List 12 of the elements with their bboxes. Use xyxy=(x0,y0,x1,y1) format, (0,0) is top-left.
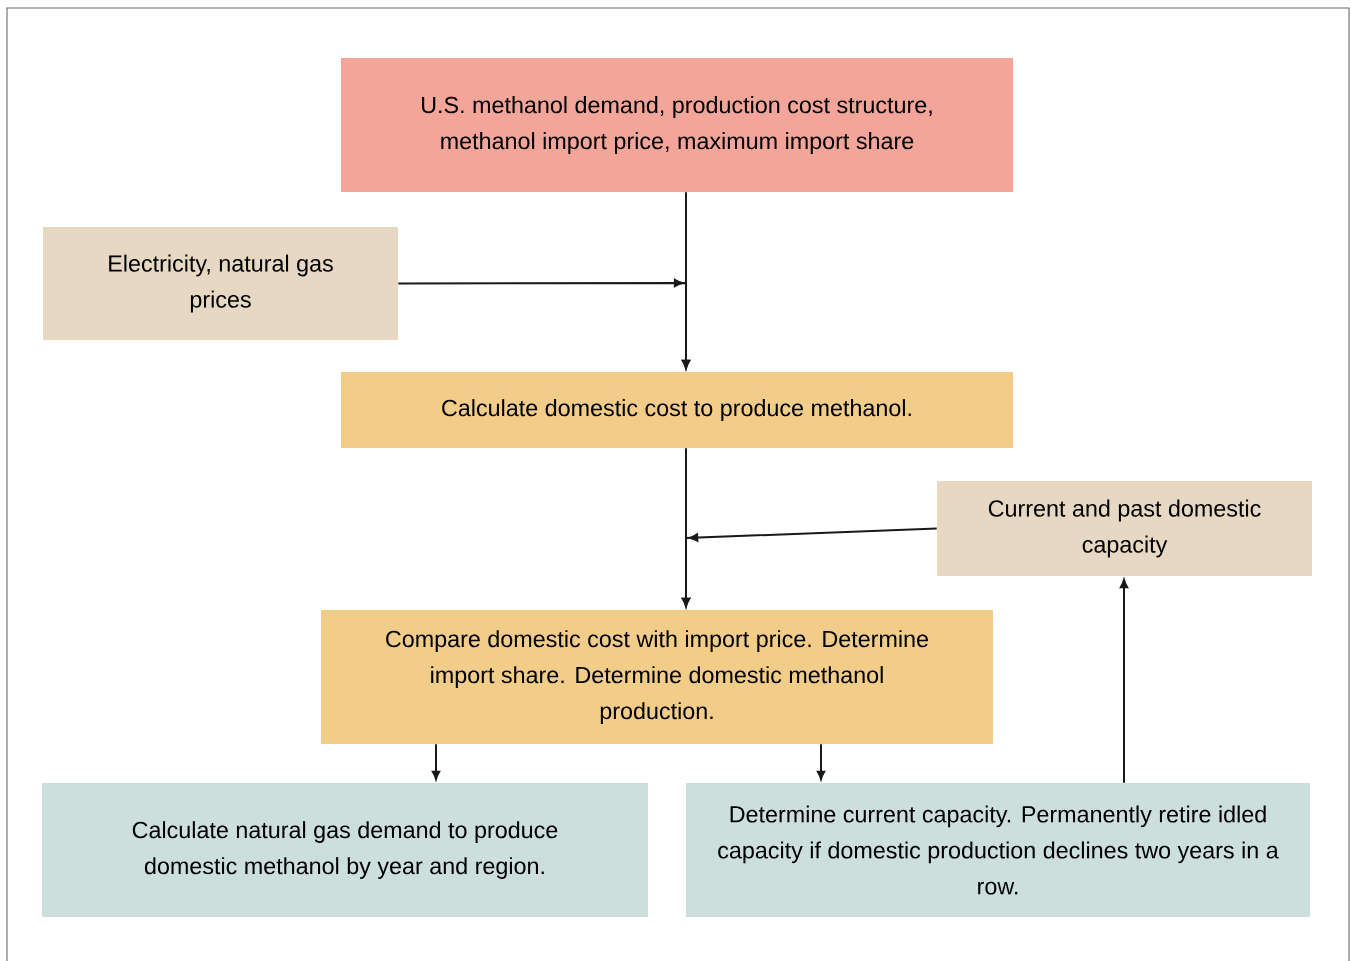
process-box: Calculate domestic cost to produce methanol. xyxy=(341,372,1013,448)
arrow xyxy=(431,743,441,780)
process-box: Compare domestic cost with import price. Determine import share. Determine domestic methanol production. xyxy=(321,610,993,744)
process-box: Calculate natural gas demand to produce domestic methanol by year and region. xyxy=(42,783,648,917)
arrow xyxy=(397,278,691,369)
process-box: Current and past domestic capacity xyxy=(937,481,1312,576)
process-box: Electricity, natural gas prices xyxy=(43,227,398,340)
process-box: U.S. methanol demand, production cost structure, methanol import price, maximum import share xyxy=(341,58,1013,192)
arrow xyxy=(1119,579,1129,784)
arrow xyxy=(816,743,826,780)
arrow xyxy=(681,527,938,607)
process-box: Determine current capacity. Permanently retire idled capacity if domestic production declines two years in a row. xyxy=(686,783,1310,917)
